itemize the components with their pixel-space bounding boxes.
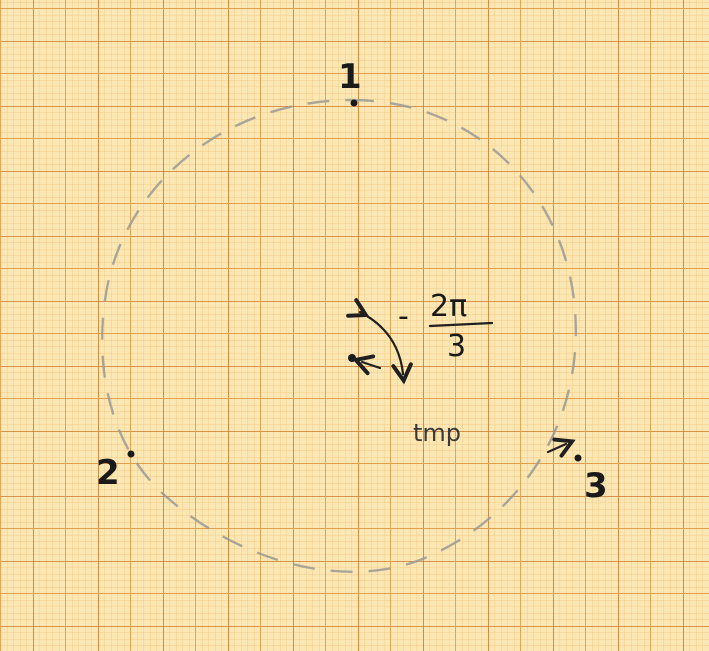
point-2-dot (127, 450, 135, 458)
rotation-numerator: 2π (430, 289, 467, 324)
tmp-arrow (546, 437, 576, 458)
point-1-dot (350, 99, 358, 107)
center-arrow (351, 354, 382, 376)
tmp-label: tmp (413, 419, 461, 447)
rotation-denominator: 3 (447, 329, 466, 364)
dashed-circle (100, 98, 577, 573)
point-1-label: 1 (338, 57, 362, 97)
point-3-label: 3 (584, 466, 608, 506)
point-2-label: 2 (96, 453, 120, 493)
point-3-dot (574, 454, 582, 462)
fraction-bar (428, 321, 494, 328)
rotation-arrow (346, 298, 413, 385)
center-dot (348, 354, 356, 362)
rotation-sign: - (398, 299, 409, 334)
